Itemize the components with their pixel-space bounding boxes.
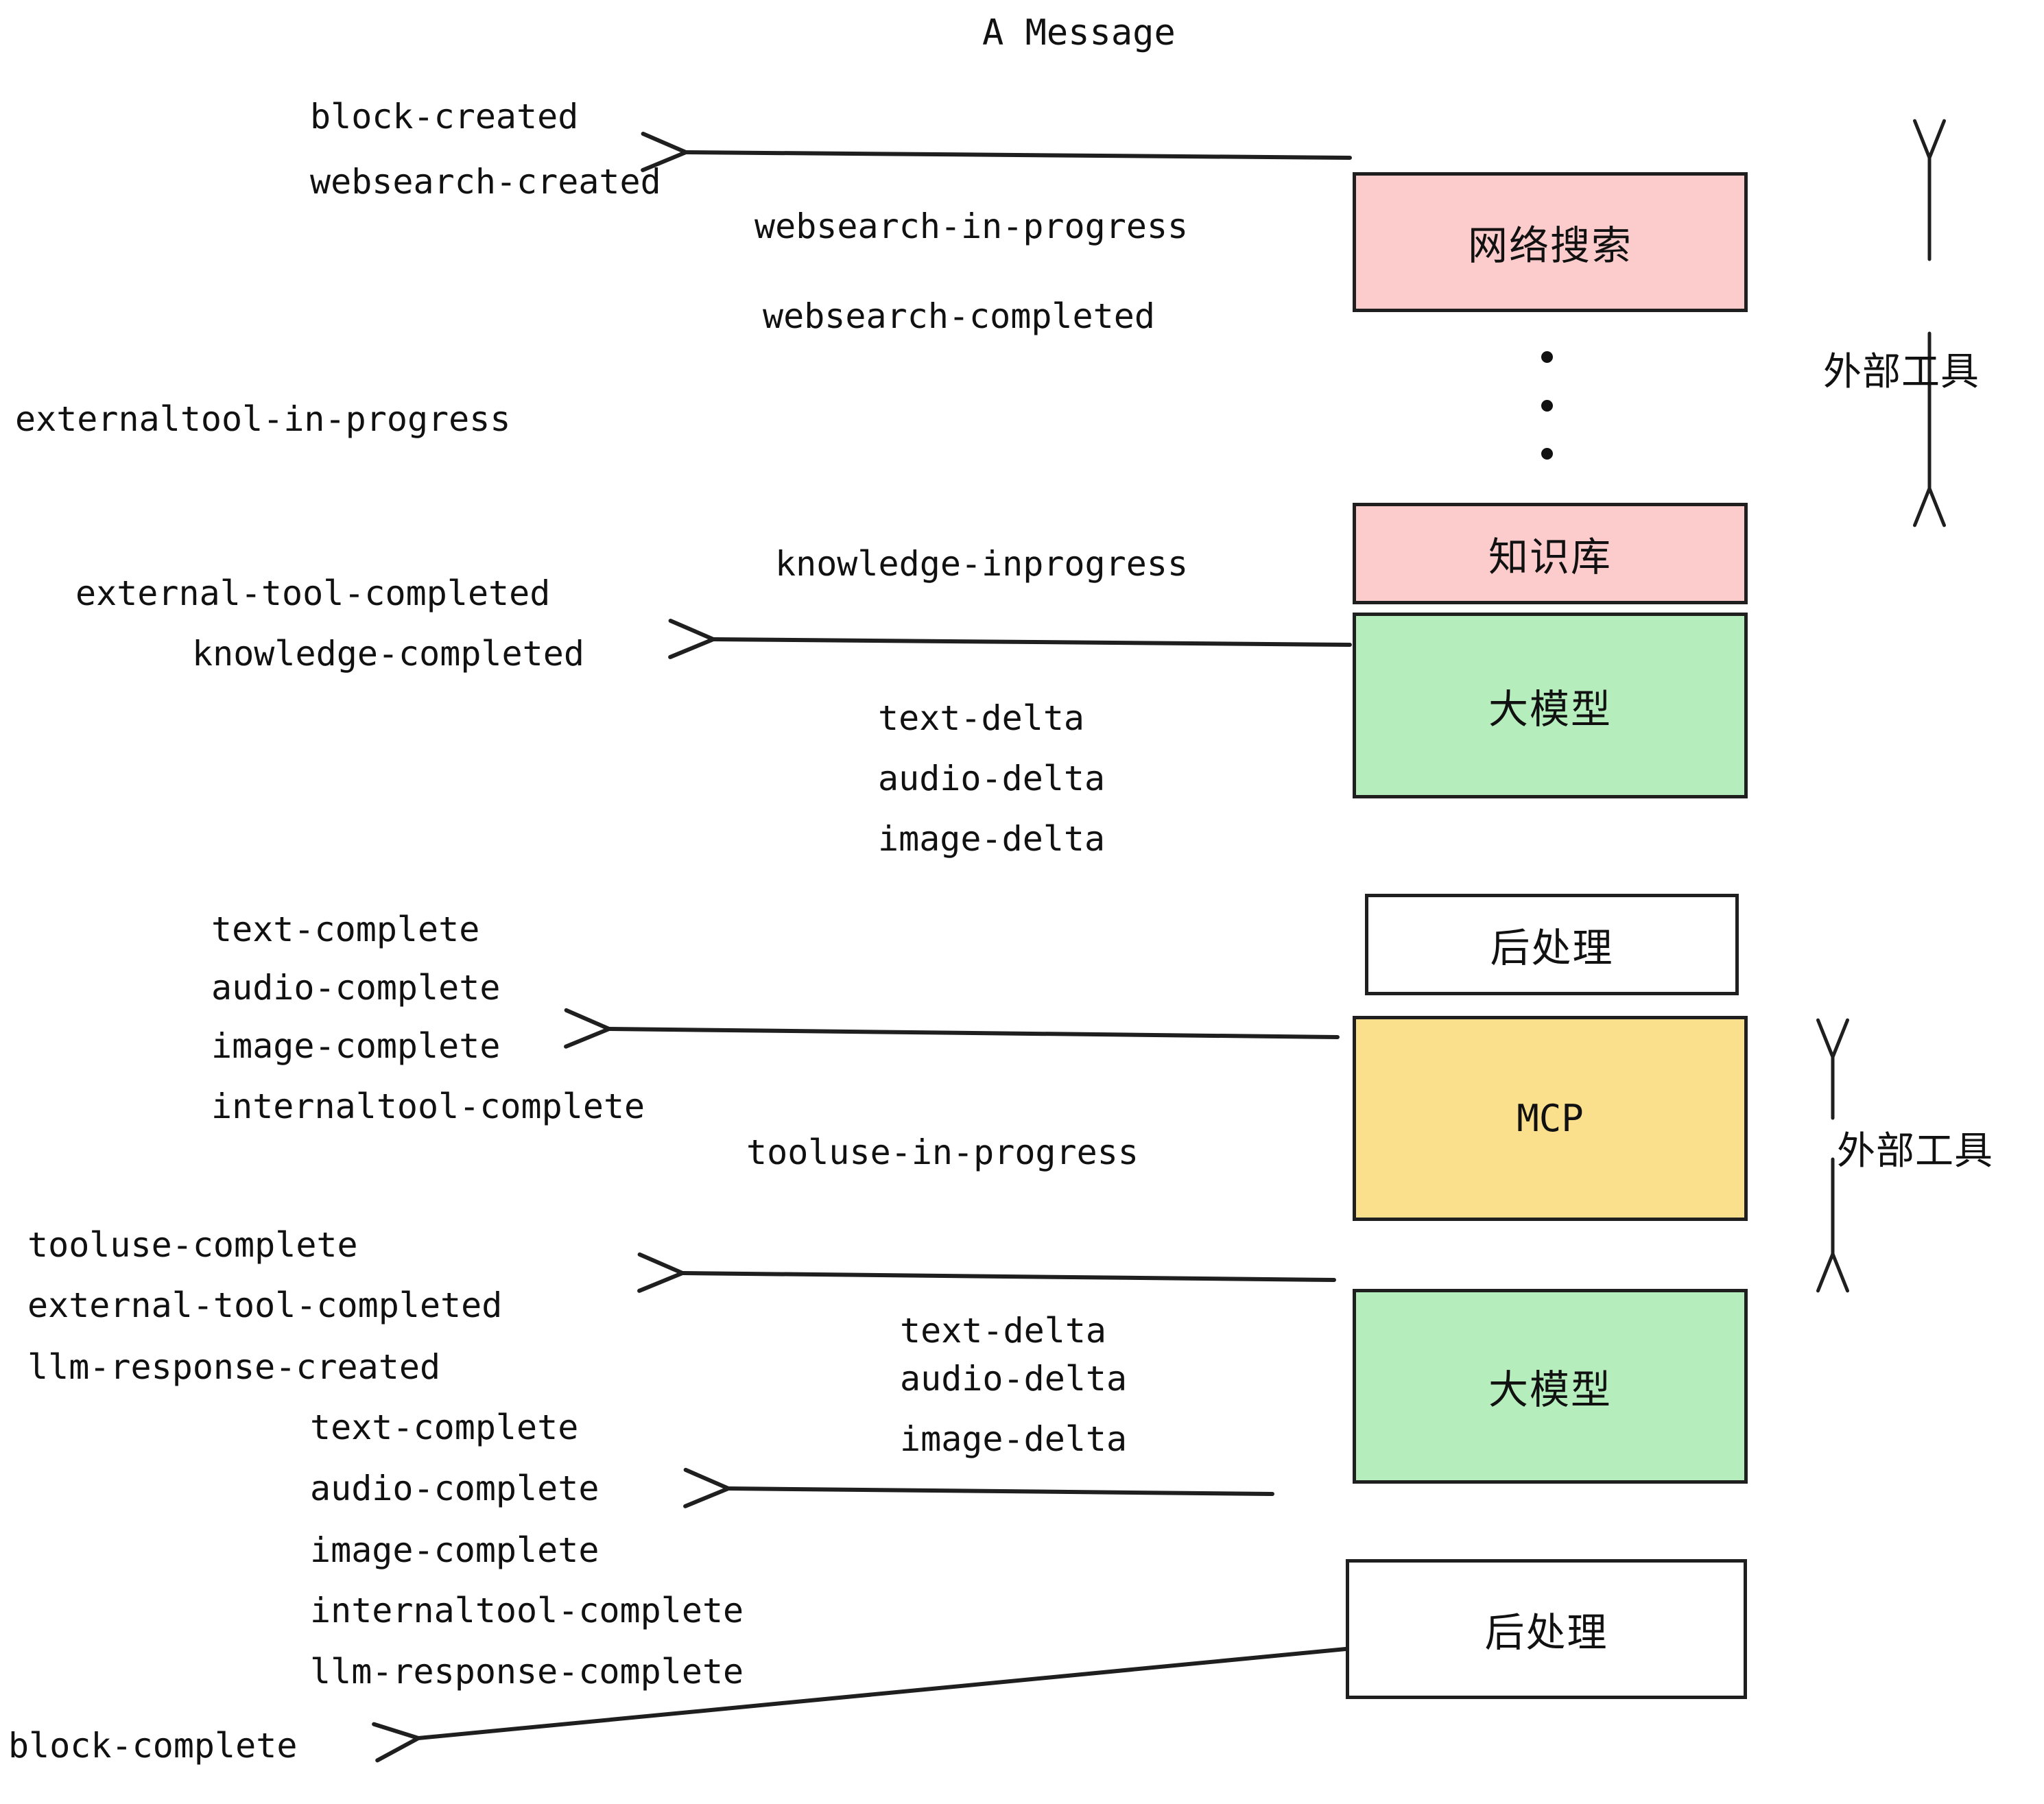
event-label-image-delta-1: image-delta bbox=[878, 819, 1106, 859]
node-label-post-top: 后处理 bbox=[1490, 925, 1614, 971]
event-label-text-delta-1: text-delta bbox=[878, 698, 1085, 738]
node-box-post-bottom: 后处理 bbox=[1346, 1559, 1747, 1699]
event-label-internaltool-complete-2: internaltool-complete bbox=[310, 1591, 744, 1630]
event-label-internaltool-complete-1: internaltool-complete bbox=[211, 1087, 645, 1126]
event-label-image-complete-2: image-complete bbox=[310, 1530, 599, 1570]
event-label-external-tool-completed-2: external-tool-completed bbox=[27, 1285, 503, 1325]
event-label-knowledge-inprogress: knowledge-inprogress bbox=[775, 544, 1189, 584]
event-label-text-complete-1: text-complete bbox=[211, 910, 480, 949]
node-label-post-bottom: 后处理 bbox=[1484, 1609, 1608, 1656]
event-label-text-delta-2: text-delta bbox=[900, 1311, 1107, 1351]
group-arrows bbox=[1816, 119, 1947, 1293]
flow-arrow-arrow-audio-complete bbox=[683, 1467, 1274, 1508]
group-arrow-ext-tools-top-up bbox=[1912, 119, 1947, 261]
event-label-audio-complete-1: audio-complete bbox=[211, 968, 501, 1008]
vertical-ellipsis-icon bbox=[1541, 351, 1553, 460]
event-label-knowledge-completed: knowledge-completed bbox=[192, 634, 584, 674]
flow-arrow-arrow-image-complete bbox=[564, 1008, 1340, 1049]
event-label-websearch-created: websearch-created bbox=[310, 162, 661, 202]
node-label-llm-bottom: 大模型 bbox=[1488, 1366, 1612, 1413]
ellipsis-dot bbox=[1541, 351, 1553, 363]
node-label-mcp: MCP bbox=[1517, 1097, 1584, 1140]
node-box-knowledge: 知识库 bbox=[1353, 503, 1748, 604]
node-label-llm-top: 大模型 bbox=[1488, 685, 1612, 733]
group-label-external-tools-top: 外部工具 bbox=[1823, 350, 1980, 394]
flow-arrow-arrow-block-created bbox=[641, 132, 1352, 172]
node-box-llm-top: 大模型 bbox=[1353, 613, 1748, 798]
flow-arrow-arrow-knowledge-completed bbox=[668, 618, 1352, 659]
event-label-websearch-completed: websearch-completed bbox=[763, 296, 1155, 336]
event-label-external-tool-completed-1: external-tool-completed bbox=[75, 573, 551, 613]
event-label-tooluse-complete: tooluse-complete bbox=[27, 1225, 358, 1265]
ellipsis-dot bbox=[1541, 448, 1553, 460]
event-label-llm-response-created: llm-response-created bbox=[27, 1347, 441, 1387]
event-label-block-created: block-created bbox=[310, 97, 579, 137]
event-label-tooluse-in-progress: tooluse-in-progress bbox=[746, 1132, 1139, 1172]
event-label-text-complete-2: text-complete bbox=[310, 1408, 579, 1447]
group-label-external-tools-bottom: 外部工具 bbox=[1837, 1129, 1993, 1174]
node-label-knowledge: 知识库 bbox=[1488, 534, 1612, 580]
event-label-audio-delta-1: audio-delta bbox=[878, 759, 1106, 798]
event-label-image-delta-2: image-delta bbox=[900, 1419, 1128, 1459]
group-arrow-ext-tools-bot-down bbox=[1816, 1157, 1850, 1293]
ellipsis-dot bbox=[1541, 399, 1553, 412]
flow-arrows bbox=[372, 132, 1352, 1763]
event-label-block-complete: block-complete bbox=[8, 1726, 298, 1766]
event-label-websearch-in-progress: websearch-in-progress bbox=[754, 206, 1189, 246]
event-label-audio-complete-2: audio-complete bbox=[310, 1469, 599, 1508]
flow-arrow-arrow-tooluse-complete bbox=[637, 1252, 1336, 1293]
node-box-llm-bottom: 大模型 bbox=[1353, 1289, 1748, 1484]
node-label-websearch: 网络搜索 bbox=[1467, 222, 1632, 269]
node-box-websearch: 网络搜索 bbox=[1353, 172, 1748, 312]
event-label-image-complete-1: image-complete bbox=[211, 1026, 501, 1066]
diagram-title: A Message bbox=[982, 12, 1176, 54]
event-label-externaltool-in-progress: externaltool-in-progress bbox=[15, 399, 511, 439]
event-label-llm-response-complete: llm-response-complete bbox=[310, 1652, 744, 1692]
node-box-mcp: MCP bbox=[1353, 1016, 1748, 1221]
node-box-post-top: 后处理 bbox=[1365, 894, 1739, 995]
event-label-audio-delta-2: audio-delta bbox=[900, 1359, 1128, 1399]
group-arrow-ext-tools-bot-up bbox=[1816, 1018, 1850, 1120]
